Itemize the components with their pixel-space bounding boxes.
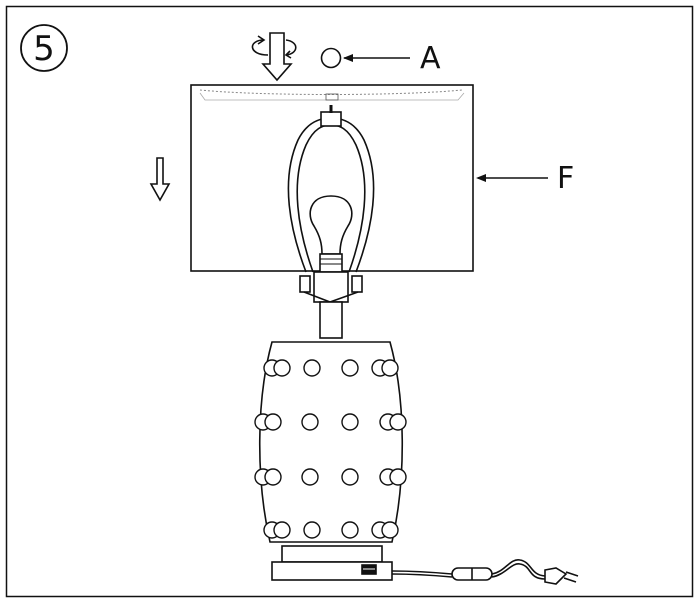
finial-part-icon (320, 47, 342, 69)
lamp-base-body (258, 341, 404, 543)
lamp-harp (287, 105, 375, 273)
step-number-circle (20, 24, 68, 72)
down-arrow-icon (149, 157, 171, 202)
callout-arrow-icon (476, 174, 548, 182)
step-number-badge: 5 (20, 24, 68, 72)
callout-label-a: A (420, 41, 441, 76)
decorative-dots (254, 359, 407, 539)
step-frame (5, 5, 694, 598)
lamp-plinth (271, 545, 393, 581)
power-cord (391, 559, 579, 585)
lamp-socket (299, 271, 363, 339)
callout-arrow-icon (343, 54, 410, 62)
rotate-arrow-icon (251, 32, 297, 82)
step-number: 5 (33, 29, 55, 69)
callout-label-f: F (557, 161, 574, 196)
